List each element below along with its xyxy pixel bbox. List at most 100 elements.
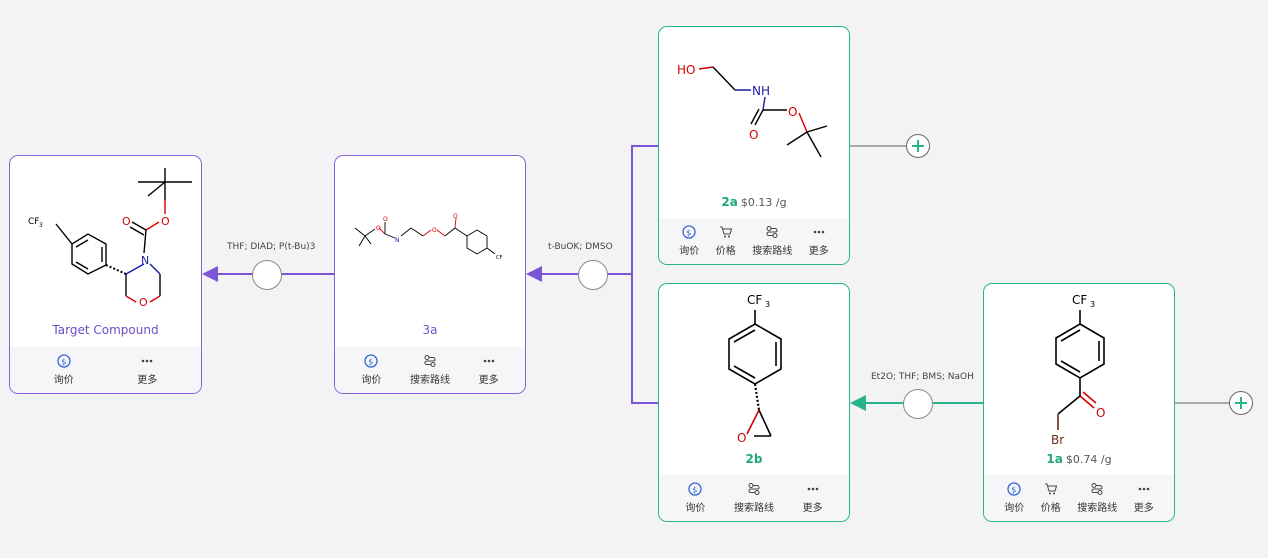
- inquiry-label: 询价: [1004, 503, 1025, 514]
- 2a-action-bar: $ 询价 价格 搜索路线 更多: [659, 218, 849, 264]
- more-label: 更多: [1133, 503, 1154, 514]
- more-icon: [483, 359, 494, 363]
- more-icon: [141, 359, 153, 363]
- expand-2a-button[interactable]: [906, 134, 930, 158]
- 2a-atom-o-ester: O: [788, 105, 797, 119]
- reaction-node-r2[interactable]: [578, 260, 608, 290]
- route-icon: [748, 483, 760, 495]
- plus-icon: [1235, 397, 1247, 409]
- price-button[interactable]: 价格: [1041, 482, 1061, 514]
- search-route-label: 搜索路线: [1077, 503, 1118, 514]
- search-route-button[interactable]: 搜索路线: [734, 482, 774, 514]
- svg-text:$: $: [687, 229, 692, 238]
- 1a-structure: CF 3 O Br: [1051, 293, 1105, 447]
- route-icon: [424, 355, 436, 367]
- 3a-id: 3a: [422, 323, 438, 337]
- more-label: 更多: [808, 246, 829, 257]
- dollar-icon: $: [1007, 482, 1021, 496]
- plus-icon: [912, 140, 924, 152]
- 3a-label: 3a: [335, 323, 525, 337]
- starting-material-1a-card[interactable]: CF 3 O Br 1a$0.74 /g $ 询价 价格 搜索路线 更多: [983, 283, 1175, 522]
- more-icon: [1138, 487, 1150, 491]
- inquiry-button[interactable]: $ 询价: [1004, 482, 1024, 514]
- inquiry-label: 询价: [361, 375, 382, 386]
- 3a-action-bar: $ 询价 搜索路线 更多: [335, 347, 525, 393]
- price-label: 价格: [715, 246, 736, 257]
- more-label: 更多: [802, 503, 823, 514]
- 3a-atom-n: N: [395, 237, 400, 244]
- target-label: Target Compound: [10, 323, 201, 337]
- more-button[interactable]: 更多: [809, 225, 829, 257]
- expand-1a-button[interactable]: [1229, 391, 1253, 415]
- 3a-atom-oh: O: [453, 213, 458, 220]
- 1a-atom-br: Br: [1051, 433, 1064, 447]
- inquiry-label: 询价: [53, 375, 74, 386]
- target-compound-card[interactable]: O O N O CF 3 Target Compound $ 询价 更多: [9, 155, 202, 394]
- dollar-icon: $: [364, 354, 378, 368]
- 2a-label: 2a$0.13 /g: [659, 195, 849, 209]
- 2a-atom-ho: HO: [677, 63, 695, 77]
- 2a-atom-o-carbonyl: O: [749, 128, 758, 142]
- target-action-bar: $ 询价 更多: [10, 347, 201, 393]
- 1a-action-bar: $ 询价 价格 搜索路线 更多: [984, 475, 1174, 521]
- inquiry-label: 询价: [679, 246, 700, 257]
- dollar-icon: $: [682, 225, 696, 239]
- more-label: 更多: [137, 375, 158, 386]
- reaction-label-r1: THF; DIAD; P(t-Bu)3: [227, 242, 316, 252]
- 3a-atom-o3: O: [432, 227, 437, 234]
- search-route-label: 搜索路线: [733, 503, 774, 514]
- more-button[interactable]: 更多: [1134, 482, 1154, 514]
- 2b-atom-o: O: [737, 431, 746, 445]
- dollar-icon: $: [688, 482, 702, 496]
- 1a-atom-o: O: [1096, 406, 1105, 420]
- route-icon: [766, 226, 778, 238]
- atom-cf3: CF: [28, 217, 39, 227]
- inquiry-button[interactable]: $ 询价: [54, 354, 74, 386]
- dollar-icon: $: [57, 354, 71, 368]
- inquiry-button[interactable]: $ 询价: [685, 482, 705, 514]
- more-button[interactable]: 更多: [803, 482, 823, 514]
- search-route-label: 搜索路线: [752, 246, 793, 257]
- search-route-label: 搜索路线: [409, 375, 450, 386]
- 2b-atom-cf3-sub: 3: [765, 300, 770, 309]
- merge-bracket: [631, 145, 658, 404]
- 2a-structure: HO NH O O: [677, 63, 828, 158]
- reaction-node-r1[interactable]: [252, 260, 282, 290]
- 2b-atom-cf3: CF: [747, 293, 762, 307]
- inquiry-button[interactable]: $ 询价: [679, 225, 699, 257]
- price-button[interactable]: 价格: [716, 225, 736, 257]
- more-button[interactable]: 更多: [479, 354, 499, 386]
- reaction-label-r2: t-BuOK; DMSO: [548, 242, 613, 252]
- reaction-label-r3: Et2O; THF; BMS; NaOH: [871, 372, 974, 382]
- svg-text:$: $: [1012, 486, 1017, 495]
- svg-text:$: $: [369, 358, 374, 367]
- 1a-label: 1a$0.74 /g: [984, 452, 1174, 466]
- 3a-structure: O O N O O CF: [354, 213, 502, 261]
- 3a-atom-o1: O: [376, 225, 381, 232]
- inquiry-button[interactable]: $ 询价: [361, 354, 381, 386]
- search-route-button[interactable]: 搜索路线: [1077, 482, 1117, 514]
- 2b-structure: CF 3 O: [728, 293, 782, 445]
- more-icon: [813, 230, 825, 234]
- intermediate-3a-card[interactable]: O O N O O CF 3a $ 询价 搜索路线 更多: [334, 155, 526, 394]
- search-route-button[interactable]: 搜索路线: [410, 354, 450, 386]
- 2a-id: 2a: [721, 195, 738, 209]
- atom-n: N: [141, 254, 149, 267]
- cart-icon: [1044, 483, 1057, 495]
- more-icon: [807, 487, 818, 491]
- more-button[interactable]: 更多: [137, 354, 157, 386]
- atom-o-carbonyl: O: [122, 215, 131, 228]
- 3a-atom-cf3: CF: [496, 255, 502, 261]
- atom-o-ester: O: [161, 215, 170, 228]
- starting-material-2b-card[interactable]: CF 3 O 2b $ 询价 搜索路线 更多: [658, 283, 850, 522]
- starting-material-2a-card[interactable]: HO NH O O 2a$0.13 /g $ 询价 价格 搜索路线 更多: [658, 26, 850, 265]
- 1a-price: $0.74 /g: [1065, 453, 1112, 466]
- 2b-action-bar: $ 询价 搜索路线 更多: [659, 475, 849, 521]
- target-structure: O O N O CF 3: [28, 168, 192, 309]
- search-route-button[interactable]: 搜索路线: [752, 225, 792, 257]
- reaction-node-r3[interactable]: [903, 389, 933, 419]
- cart-icon: [719, 226, 732, 238]
- 1a-id: 1a: [1046, 452, 1063, 466]
- 2b-label: 2b: [659, 452, 849, 466]
